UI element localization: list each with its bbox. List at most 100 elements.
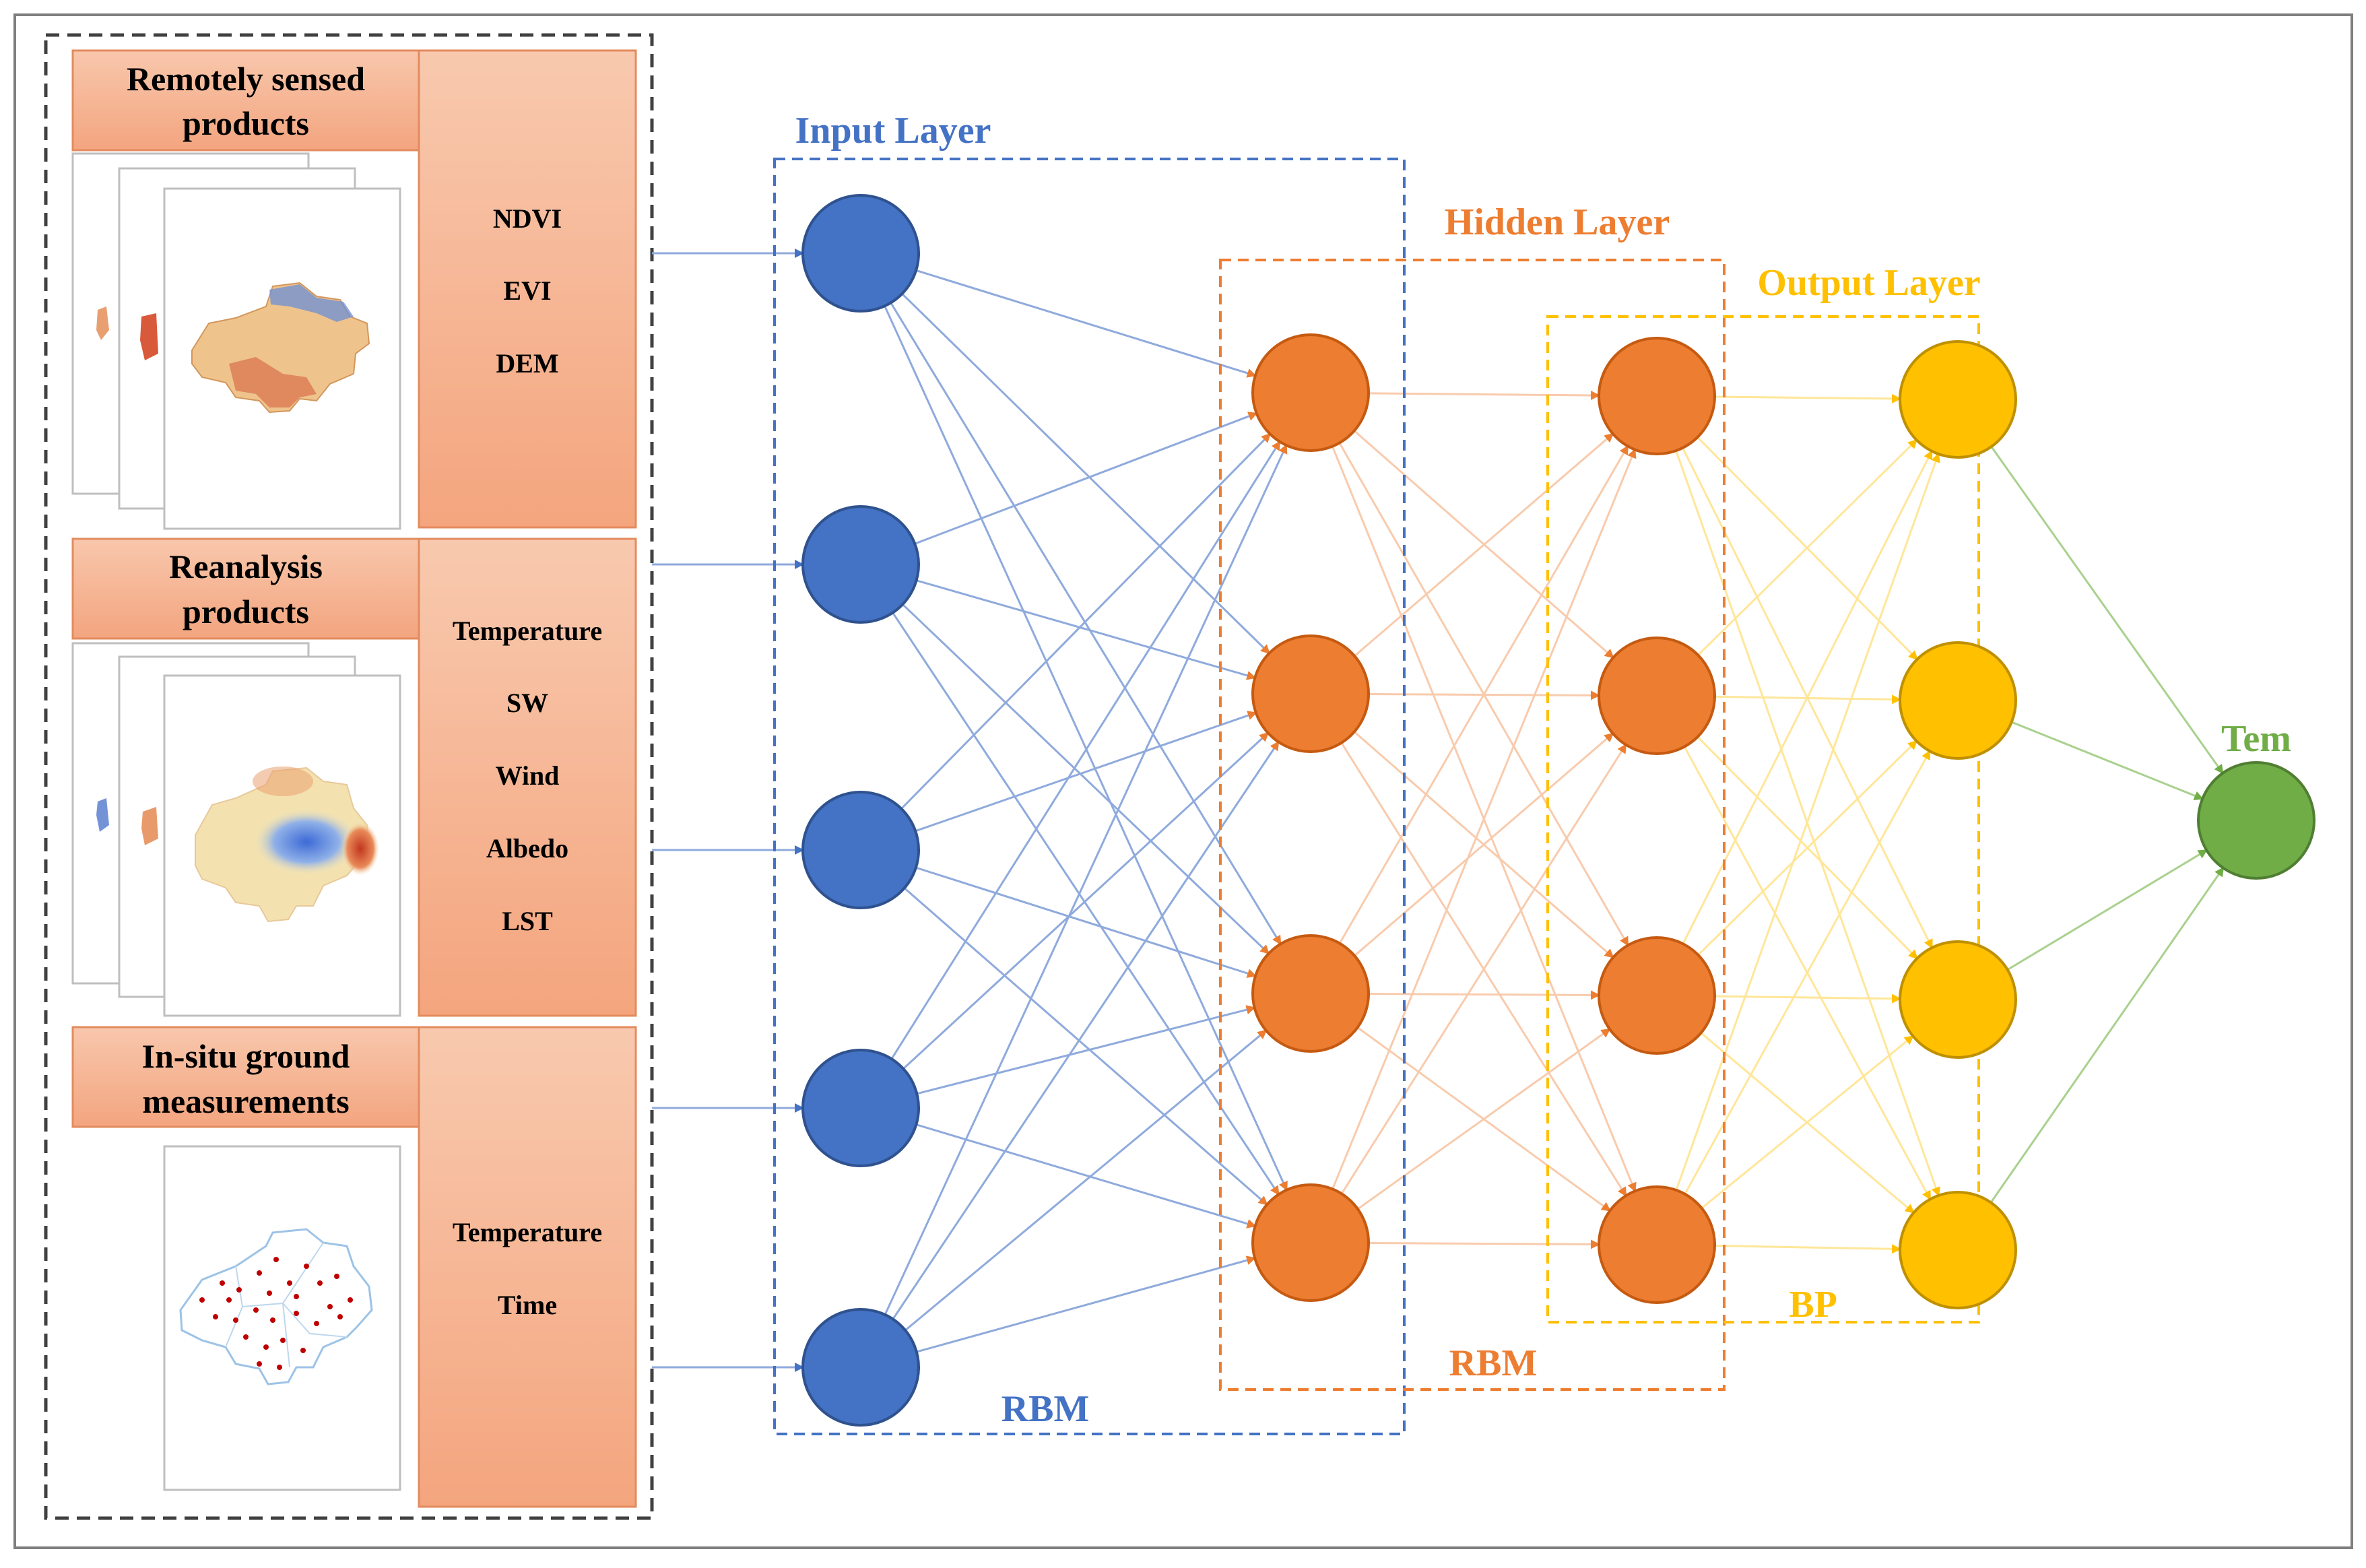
station-map-boundary: [225, 1242, 348, 1368]
input-feed-connections: [652, 249, 804, 1372]
variable-label: Temperature: [453, 1217, 602, 1247]
map-fragment-back: [96, 798, 109, 832]
station-point: [300, 1348, 306, 1353]
input-layer-label: Input Layer: [795, 110, 991, 152]
station-point: [273, 1257, 279, 1262]
hidden-node: [1251, 333, 1370, 452]
panel-title-line-1: Reanalysis: [169, 548, 323, 585]
station-map-outline: [179, 1228, 373, 1385]
connection-line: [890, 440, 1281, 1060]
station-point: [337, 1314, 343, 1319]
input-node: [801, 505, 920, 624]
connection-line: [892, 612, 1280, 1196]
station-point: [334, 1274, 339, 1279]
hidden2-node: [1598, 936, 1716, 1055]
station-point: [348, 1297, 353, 1303]
station-point: [267, 1291, 272, 1296]
station-point: [226, 1297, 232, 1303]
station-point: [220, 1280, 225, 1286]
connection-line: [2006, 849, 2208, 971]
connection-line: [1332, 448, 1637, 1189]
panel-title-line-2: products: [183, 104, 309, 142]
variable-label: LST: [502, 906, 553, 936]
connection-line: [902, 731, 1270, 1070]
input-node: [801, 1308, 920, 1427]
panel-side-box: [418, 49, 637, 529]
connection-line: [1357, 1028, 1611, 1210]
connection-line: [884, 305, 1288, 1191]
network-nodes: [801, 194, 2315, 1427]
connection-line: [902, 603, 1270, 955]
station-point: [233, 1317, 238, 1323]
hidden-to-output-connections: [1675, 393, 1941, 1254]
variable-label: DEM: [496, 348, 558, 379]
panel-side-box: [418, 1026, 637, 1508]
hidden2-node: [1598, 636, 1716, 755]
panel-header: [71, 49, 420, 152]
connection-line: [1368, 990, 1601, 1000]
connection-line: [915, 711, 1257, 832]
station-point: [294, 1311, 299, 1316]
map-fragment-back: [96, 306, 109, 340]
panel-reanalysis: Reanalysis products Temperature SW Wind …: [71, 537, 637, 1017]
heat-map-warm-spot: [341, 822, 379, 876]
panel-header: [71, 1026, 420, 1128]
connection-line: [915, 866, 1257, 978]
panel-title-line-1: Remotely sensed: [127, 60, 365, 98]
variable-label: EVI: [503, 275, 551, 306]
station-point: [199, 1297, 205, 1303]
connection-line: [916, 1255, 1257, 1353]
station-point: [270, 1317, 275, 1323]
station-point: [280, 1338, 286, 1343]
station-point: [263, 1344, 269, 1350]
connection-line: [2011, 721, 2204, 800]
connection-line: [1684, 750, 1931, 1195]
map-fragment-middle: [140, 313, 158, 360]
connection-line: [1990, 446, 2224, 775]
connection-line: [901, 293, 1270, 655]
station-points: [199, 1257, 353, 1370]
output-layer-label: Output Layer: [1757, 262, 1980, 304]
hidden2-node: [1598, 337, 1716, 455]
connection-line: [1990, 866, 2225, 1204]
connection-line: [1368, 1239, 1601, 1249]
connection-line: [1354, 732, 1614, 957]
panel-remote-sensing: Remotely sensed products NDVI EVI DEM: [71, 49, 637, 530]
map-fragment-middle: [141, 807, 158, 845]
heat-map-cold-spot: [253, 808, 360, 876]
rbm-input-label: RBM: [1001, 1388, 1090, 1430]
outer-frame: [13, 13, 2353, 1549]
panel-title-line-1: In-situ ground: [142, 1037, 350, 1075]
station-point: [294, 1294, 299, 1299]
connection-line: [1714, 993, 1902, 1004]
variable-label: Time: [498, 1290, 557, 1320]
hidden2-node: [1598, 1185, 1716, 1304]
station-point: [277, 1365, 282, 1370]
rbm-hidden-box: [1219, 259, 1726, 1391]
panel-in-situ: In-situ ground measurements Temperature …: [71, 1026, 637, 1508]
rbm-hidden-label: RBM: [1449, 1342, 1538, 1384]
heat-map-warm-spot: [253, 766, 313, 796]
station-point: [317, 1280, 323, 1286]
final-node: [2197, 761, 2315, 880]
data-source-container: [44, 33, 654, 1520]
station-point: [243, 1334, 249, 1340]
connection-line: [915, 269, 1257, 378]
output-node: [1899, 340, 2017, 459]
connection-line: [1675, 453, 1940, 1191]
hidden-node: [1251, 934, 1370, 1053]
variable-label: Temperature: [453, 616, 602, 646]
station-point: [327, 1304, 333, 1309]
hidden-to-hidden-connections: [1331, 391, 1637, 1249]
variable-label: Albedo: [486, 833, 568, 863]
panel-side-box: [418, 537, 637, 1017]
connection-line: [1338, 445, 1629, 944]
station-point: [257, 1361, 262, 1367]
connection-line: [914, 412, 1258, 545]
final-output-label: Tem: [2221, 718, 2291, 760]
connection-line: [905, 1029, 1268, 1332]
heat-map-ndvi-red: [229, 357, 317, 407]
variable-label: Wind: [496, 760, 560, 791]
connection-line: [916, 579, 1257, 680]
